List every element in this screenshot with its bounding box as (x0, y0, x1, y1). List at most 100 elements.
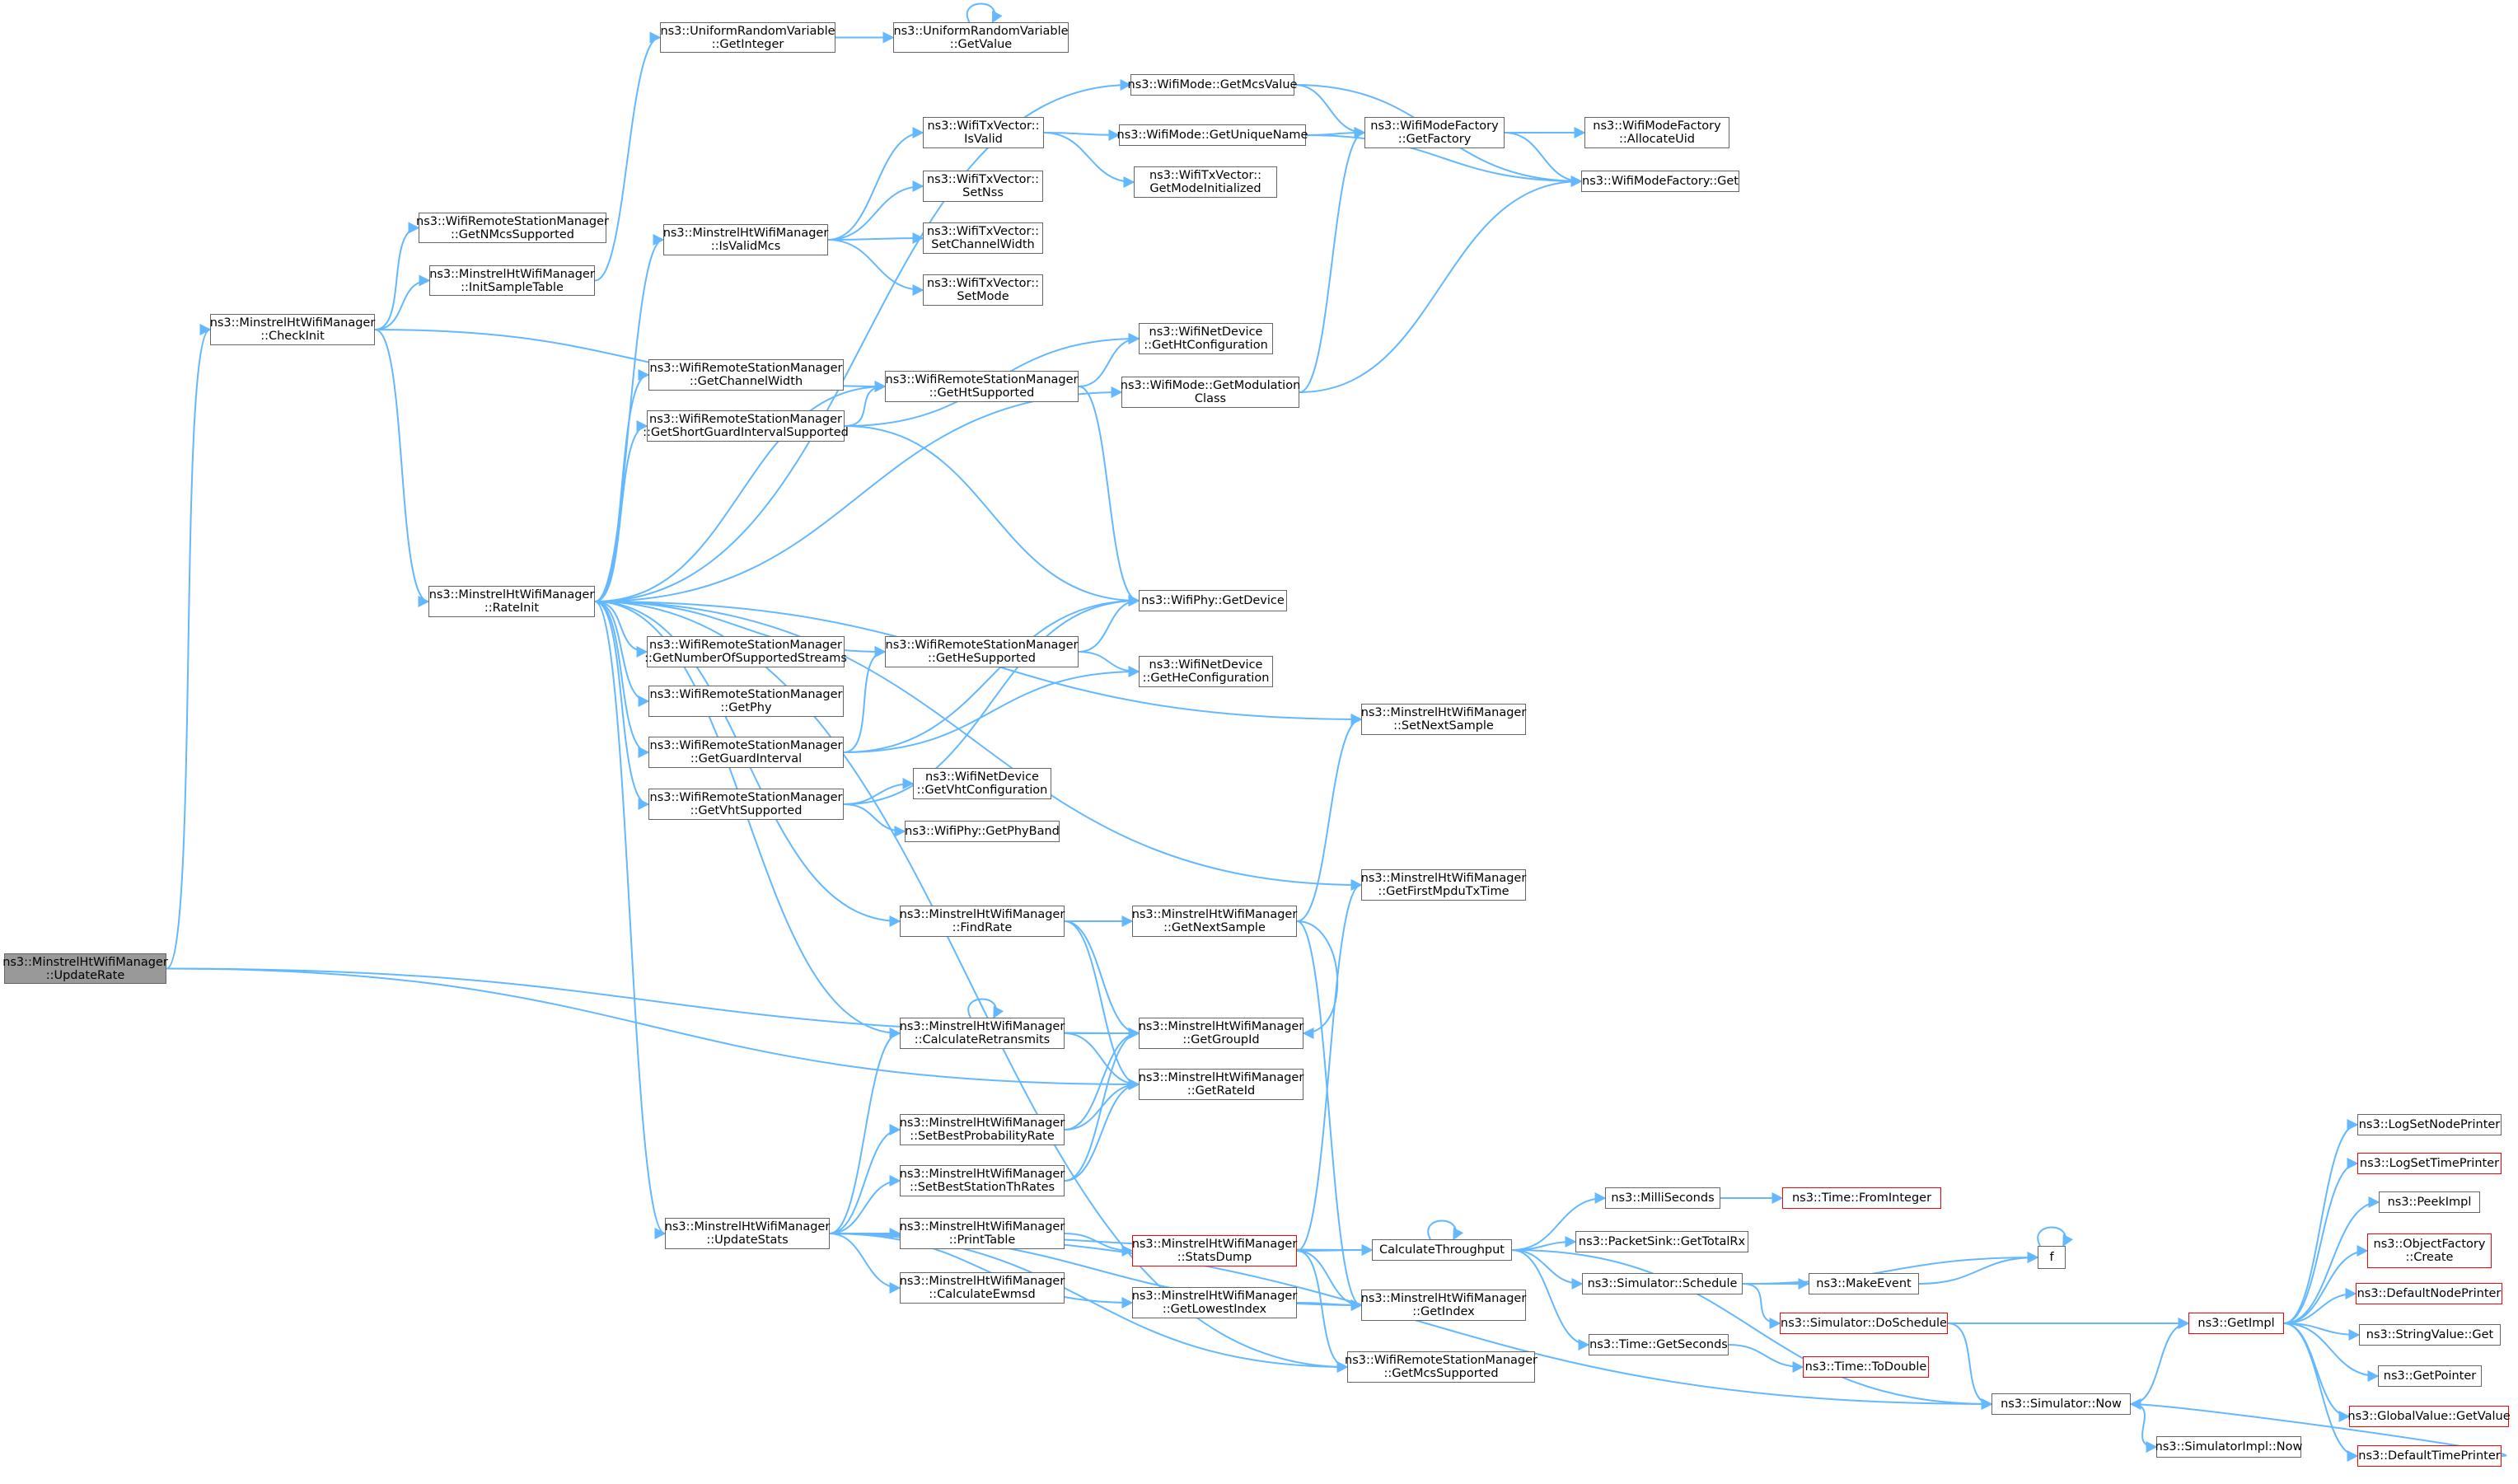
node-urv-getinteger[interactable]: ns3::UniformRandomVariable::GetInteger (660, 22, 835, 53)
node-label-line: ::GetHtConfiguration (1144, 339, 1268, 352)
node-rateinit[interactable]: ns3::MinstrelHtWifiManager::RateInit (428, 586, 595, 617)
edge-wmf-getfactory-to-wmf-get (1504, 132, 1583, 187)
node-getmcssupported[interactable]: ns3::WifiRemoteStationManager::GetMcsSup… (1345, 1351, 1537, 1383)
node-gethtsupported[interactable]: ns3::WifiRemoteStationManager::GetHtSupp… (885, 371, 1079, 402)
node-simulator-doschedule[interactable]: ns3::Simulator::DoSchedule (1780, 1313, 1948, 1334)
node-label-line: ns3::WifiRemoteStationManager (885, 639, 1079, 652)
edge-getimpl-to-defaultnodeprinter (2283, 1288, 2357, 1324)
node-netdevice-getvht[interactable]: ns3::WifiNetDevice::GetVhtConfiguration (913, 768, 1051, 799)
edge-getimpl-to-objectfactory-create (2283, 1245, 2369, 1324)
node-urv-getvalue[interactable]: ns3::UniformRandomVariable::GetValue (893, 22, 1069, 53)
node-gethesupported[interactable]: ns3::WifiRemoteStationManager::GetHeSupp… (885, 636, 1079, 667)
node-wifimode-getmcsvalue[interactable]: ns3::WifiMode::GetMcsValue (1128, 74, 1297, 96)
edge-statsdump-to-getmcssupported (1296, 1250, 1349, 1373)
node-wifimode-getuniquename[interactable]: ns3::WifiMode::GetUniqueName (1117, 124, 1308, 146)
node-netdevice-gethe[interactable]: ns3::WifiNetDevice::GetHeConfiguration (1139, 656, 1273, 687)
node-getlowestindex[interactable]: ns3::MinstrelHtWifiManager::GetLowestInd… (1132, 1287, 1297, 1318)
node-label-line: ns3::MinstrelHtWifiManager (899, 1168, 1065, 1181)
node-txvector-setmode[interactable]: ns3::WifiTxVector::SetMode (923, 274, 1043, 306)
node-objectfactory-create[interactable]: ns3::ObjectFactory::Create (2367, 1234, 2492, 1268)
node-getimpl[interactable]: ns3::GetImpl (2188, 1313, 2284, 1334)
node-getchannelwidth[interactable]: ns3::WifiRemoteStationManager::GetChanne… (648, 359, 844, 391)
node-getnextsample[interactable]: ns3::MinstrelHtWifiManager::GetNextSampl… (1132, 906, 1297, 937)
node-calculateretransmits[interactable]: ns3::MinstrelHtWifiManager::CalculateRet… (900, 1018, 1065, 1049)
node-milliseconds[interactable]: ns3::MilliSeconds (1605, 1187, 1720, 1209)
node-calculatethroughput[interactable]: CalculateThroughput (1372, 1239, 1512, 1261)
node-calculateewmsd[interactable]: ns3::MinstrelHtWifiManager::CalculateEwm… (900, 1272, 1065, 1304)
node-label-line: IsValid (964, 133, 1003, 146)
node-initsampletable[interactable]: ns3::MinstrelHtWifiManager::InitSampleTa… (429, 265, 595, 296)
node-label-line: ns3::Time::ToDouble (1804, 1360, 1927, 1374)
node-txvector-isvalid[interactable]: ns3::WifiTxVector::IsValid (923, 117, 1044, 148)
node-peekimpl[interactable]: ns3::PeekImpl (2379, 1191, 2480, 1213)
node-txvector-setnss[interactable]: ns3::WifiTxVector::SetNss (923, 171, 1043, 202)
node-netdevice-gethtconfiguration[interactable]: ns3::WifiNetDevice::GetHtConfiguration (1139, 323, 1273, 354)
edge-rateinit-to-getguardinterval (594, 601, 650, 758)
node-simulatorimpl-now[interactable]: ns3::SimulatorImpl::Now (2155, 1436, 2303, 1458)
node-updaterate[interactable]: ns3::MinstrelHtWifiManager::UpdateRate (2, 953, 168, 984)
node-wmf-allocateuid[interactable]: ns3::WifiModeFactory::AllocateUid (1584, 117, 1729, 148)
node-logsettimeprinter[interactable]: ns3::LogSetTimePrinter (2357, 1153, 2502, 1174)
node-wmf-getfactory[interactable]: ns3::WifiModeFactory::GetFactory (1364, 117, 1505, 148)
node-label-line: ::GetHeConfiguration (1142, 672, 1270, 685)
node-label-line: ns3::Simulator::Now (2001, 1397, 2122, 1411)
node-time-getseconds[interactable]: ns3::Time::GetSeconds (1589, 1334, 1729, 1355)
node-time-frominteger[interactable]: ns3::Time::FromInteger (1782, 1187, 1941, 1209)
node-isvalidmcs[interactable]: ns3::MinstrelHtWifiManager::IsValidMcs (663, 224, 828, 255)
edge-rateinit-to-updatestats (594, 601, 667, 1239)
node-setbeststationthrates[interactable]: ns3::MinstrelHtWifiManager::SetBestStati… (900, 1165, 1065, 1196)
node-getgroupid[interactable]: ns3::MinstrelHtWifiManager::GetGroupId (1139, 1018, 1303, 1049)
node-logsetnodeprinter[interactable]: ns3::LogSetNodePrinter (2357, 1114, 2502, 1135)
edge-getnextsample-to-getgroupid (1296, 920, 1339, 1039)
node-statsdump[interactable]: ns3::MinstrelHtWifiManager::StatsDump (1132, 1235, 1297, 1266)
edge-simulator-schedule-to-f (1742, 1252, 2039, 1285)
node-getshortguardintervalsupported[interactable]: ns3::WifiRemoteStationManager::GetShortG… (643, 410, 849, 442)
node-label-line: ns3::MinstrelHtWifiManager (429, 267, 595, 281)
edge-calculatethroughput-to-milliseconds (1511, 1192, 1607, 1251)
edge-simulator-schedule-to-simulator-doschedule (1742, 1283, 1781, 1329)
node-label-line: ns3::WifiPhy::GetDevice (1141, 594, 1285, 607)
node-label-line: ::GetGuardInterval (690, 752, 803, 765)
node-getguardinterval[interactable]: ns3::WifiRemoteStationManager::GetGuardI… (648, 737, 844, 768)
node-label-line: ns3::WifiRemoteStationManager (649, 688, 843, 701)
node-getvhtsupported[interactable]: ns3::WifiRemoteStationManager::GetVhtSup… (648, 789, 844, 820)
node-stringvalue-get[interactable]: ns3::StringValue::Get (2359, 1324, 2501, 1346)
node-simulator-schedule[interactable]: ns3::Simulator::Schedule (1582, 1273, 1743, 1294)
node-getindex[interactable]: ns3::MinstrelHtWifiManager::GetIndex (1361, 1290, 1526, 1321)
node-label-line: ::GetHtSupported (929, 386, 1035, 400)
node-printtable[interactable]: ns3::MinstrelHtWifiManager::PrintTable (900, 1218, 1065, 1249)
node-getpointer[interactable]: ns3::GetPointer (2378, 1365, 2482, 1387)
node-wmf-get[interactable]: ns3::WifiModeFactory::Get (1581, 171, 1739, 192)
node-checkinit[interactable]: ns3::MinstrelHtWifiManager::CheckInit (210, 314, 375, 345)
edge-urv-getvalue-to-urv-getvalue (966, 2, 1003, 24)
node-simulator-now[interactable]: ns3::Simulator::Now (1991, 1393, 2131, 1415)
node-getfirstmpdutxtime[interactable]: ns3::MinstrelHtWifiManager::GetFirstMpdu… (1361, 869, 1526, 901)
node-getnmcssupported[interactable]: ns3::WifiRemoteStationManager::GetNMcsSu… (416, 213, 609, 243)
node-defaultnodeprinter[interactable]: ns3::DefaultNodePrinter (2356, 1283, 2502, 1304)
node-wifiphy-getphyband[interactable]: ns3::WifiPhy::GetPhyBand (905, 821, 1060, 842)
node-getrateid[interactable]: ns3::MinstrelHtWifiManager::GetRateId (1139, 1069, 1303, 1100)
edge-statsdump-to-calculatethroughput (1296, 1244, 1374, 1257)
edge-gethesupported-to-netdevice-gethe (1078, 651, 1140, 677)
node-setbestprobabilityrate[interactable]: ns3::MinstrelHtWifiManager::SetBestProba… (900, 1114, 1065, 1145)
node-findrate[interactable]: ns3::MinstrelHtWifiManager::FindRate (900, 906, 1065, 937)
node-f[interactable]: f (2038, 1246, 2066, 1269)
node-wifiphy-getdevice[interactable]: ns3::WifiPhy::GetDevice (1139, 590, 1287, 611)
node-txvector-getmodeinitialized[interactable]: ns3::WifiTxVector::GetModeInitialized (1134, 166, 1277, 198)
node-time-todouble[interactable]: ns3::Time::ToDouble (1803, 1356, 1929, 1378)
node-txvector-setchannelwidth[interactable]: ns3::WifiTxVector::SetChannelWidth (923, 222, 1043, 254)
node-defaulttimeprinter[interactable]: ns3::DefaultTimePrinter (2357, 1445, 2502, 1467)
node-getnumberofsupportedstreams[interactable]: ns3::WifiRemoteStationManager::GetNumber… (644, 636, 847, 667)
node-makeevent[interactable]: ns3::MakeEvent (1809, 1273, 1919, 1294)
node-label-line: ns3::Time::GetSeconds (1589, 1338, 1728, 1351)
edge-calculateretransmits-to-getrateid (1064, 1032, 1140, 1090)
node-label-line: ns3::WifiTxVector:: (926, 225, 1040, 238)
node-setnextsample[interactable]: ns3::MinstrelHtWifiManager::SetNextSampl… (1361, 704, 1526, 735)
node-globalvalue-getvalue[interactable]: ns3::GlobalValue::GetValue (2347, 1406, 2511, 1427)
node-packetsink-gettotalrx[interactable]: ns3::PacketSink::GetTotalRx (1575, 1231, 1748, 1252)
node-label-line: ns3::SimulatorImpl::Now (2155, 1440, 2303, 1454)
node-getphy[interactable]: ns3::WifiRemoteStationManager::GetPhy (648, 686, 844, 717)
node-updatestats[interactable]: ns3::MinstrelHtWifiManager::UpdateStats (665, 1218, 830, 1249)
node-label-line: ns3::WifiNetDevice (1149, 658, 1263, 672)
